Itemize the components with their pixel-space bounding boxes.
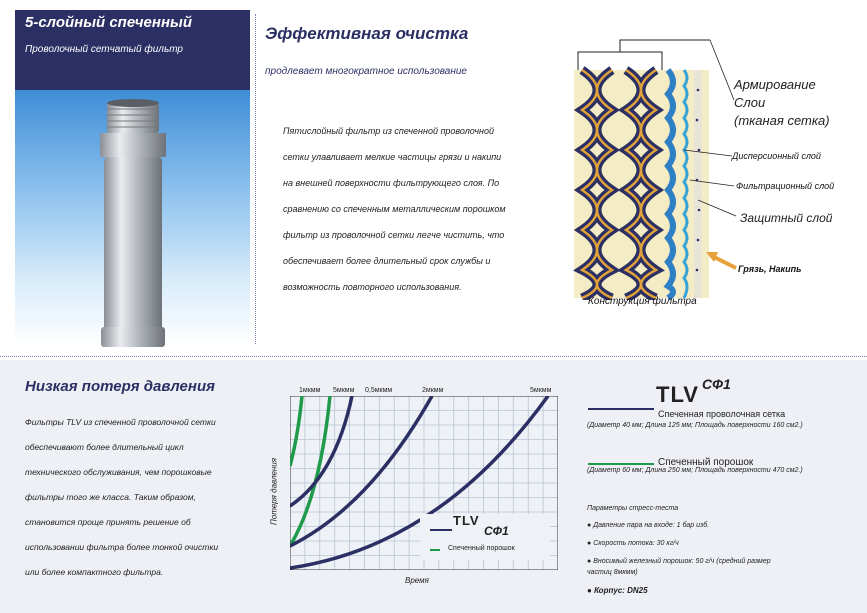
intro-tagline: продлевает многократное использование: [265, 66, 467, 77]
intro-paragraph: Пятислойный фильтр из спеченной проволоч…: [283, 118, 553, 300]
intro-line: на внешней поверхности фильтрующего слоя…: [283, 178, 500, 188]
pressure-line: Фильтры TLV из спеченной проволочной сет…: [25, 417, 216, 427]
chart-inner-brand: TLV: [453, 513, 480, 528]
label-dirt: Грязь, Накипь: [738, 264, 802, 274]
param-powder: Вносимый железный порошок: 50 г/ч (средн…: [587, 558, 771, 576]
chart-curve-3: [290, 396, 354, 508]
pressure-loss-chart: [290, 396, 558, 570]
pressure-line: фильтры того же класса. Таким образом,: [25, 492, 196, 502]
label-dispersion: Дисперсионный слой: [732, 151, 821, 161]
legend-wire-desc: (Диаметр 40 мм; Длина 125 мм; Площадь по…: [587, 422, 803, 429]
bottom-divider: [0, 356, 867, 357]
label-protective: Защитный слой: [740, 211, 833, 225]
chart-top-label: 0,5мкмм: [365, 387, 393, 394]
label-woven: (тканая сетка): [734, 113, 830, 128]
pressure-heading: Низкая потеря давления: [25, 378, 215, 395]
chart-top-label: 1мкмм: [299, 387, 321, 394]
chart-curve-5: [290, 396, 550, 570]
reinforce-label: Армирование Слои (тканая сетка): [734, 76, 830, 130]
param-flow: Скорость потока: 30 кг/ч: [593, 540, 679, 547]
chart-top-label: 2мкмм: [422, 387, 444, 394]
intro-line: фильтр из проволочной сетки легче чистит…: [283, 230, 505, 240]
chart-ylabel: Потеря давления: [269, 457, 279, 526]
legend-powder-title: Спеченный порошок: [658, 457, 754, 468]
legend-brand: TLV: [656, 382, 699, 407]
params-title: Параметры стресс-теста: [587, 505, 679, 512]
label-reinforce: Армирование: [734, 77, 816, 92]
legend-model: СФ1: [702, 376, 731, 392]
param-item: ● Вносимый железный порошок: 50 г/ч (сре…: [587, 558, 771, 576]
params-list: ● Давление пара на входе: 1 бар изб. ● С…: [587, 520, 787, 596]
param-item: ● Скорость потока: 30 кг/ч: [587, 540, 679, 547]
chart-xlabel: Время: [405, 576, 429, 585]
chart-curve-4: [290, 396, 434, 548]
pressure-line: использовании фильтра более тонкой очист…: [25, 542, 219, 552]
chart-top-label: 5мкмм: [530, 387, 552, 394]
param-pressure: Давление пара на входе: 1 бар изб.: [593, 522, 710, 529]
filter-construction-diagram: [573, 39, 737, 300]
header-subtitle: Проволочный сетчатый фильтр: [25, 44, 183, 55]
legend-wire-line: [588, 408, 654, 410]
legend-wire-title: Спеченная проволочная сетка: [658, 409, 786, 419]
label-layers: Слои: [734, 95, 766, 110]
intro-line: Пятислойный фильтр из спеченной проволоч…: [283, 126, 495, 136]
header-title: 5-слойный спеченный: [25, 14, 192, 31]
chart-inner-model: СФ1: [484, 524, 509, 538]
section-divider: [255, 14, 256, 344]
chart-inner-legend-label: Спеченный порошок: [448, 545, 515, 552]
label-filtration: Фильтрационный слой: [736, 181, 835, 191]
filter-product-image: [100, 99, 166, 347]
intro-line: сравнению со спеченным металлическим пор…: [283, 204, 506, 214]
chart-curve-1: [290, 396, 304, 467]
pressure-line: становится проще принять решение об: [25, 517, 191, 527]
param-item: ● Давление пара на входе: 1 бар изб.: [587, 522, 710, 529]
pressure-line: или более компактного фильтра.: [25, 567, 164, 577]
pressure-paragraph: Фильтры TLV из спеченной проволочной сет…: [25, 410, 218, 585]
pressure-line: технического обслуживания, чем порошковы…: [25, 467, 212, 477]
legend-powder-line: [588, 463, 654, 465]
chart-top-label: 5мкмм: [333, 387, 355, 394]
intro-line: сетки улавливает мелкие частицы грязи и …: [283, 152, 502, 162]
header-panel: [15, 10, 250, 90]
intro-line: обеспечивает более длительный срок служб…: [283, 256, 491, 266]
param-item: ● Корпус: DN25: [587, 586, 648, 595]
intro-line: возможность повторного использования.: [283, 282, 462, 292]
param-body: Корпус: DN25: [594, 586, 648, 595]
label-construction: Конструкция фильтра: [588, 296, 697, 307]
pressure-line: обеспечивают более длительный цикл: [25, 442, 184, 452]
legend-powder-desc: (Диаметр 60 мм; Длина 250 мм; Площадь по…: [587, 467, 803, 474]
intro-heading: Эффективная очистка: [265, 24, 469, 43]
